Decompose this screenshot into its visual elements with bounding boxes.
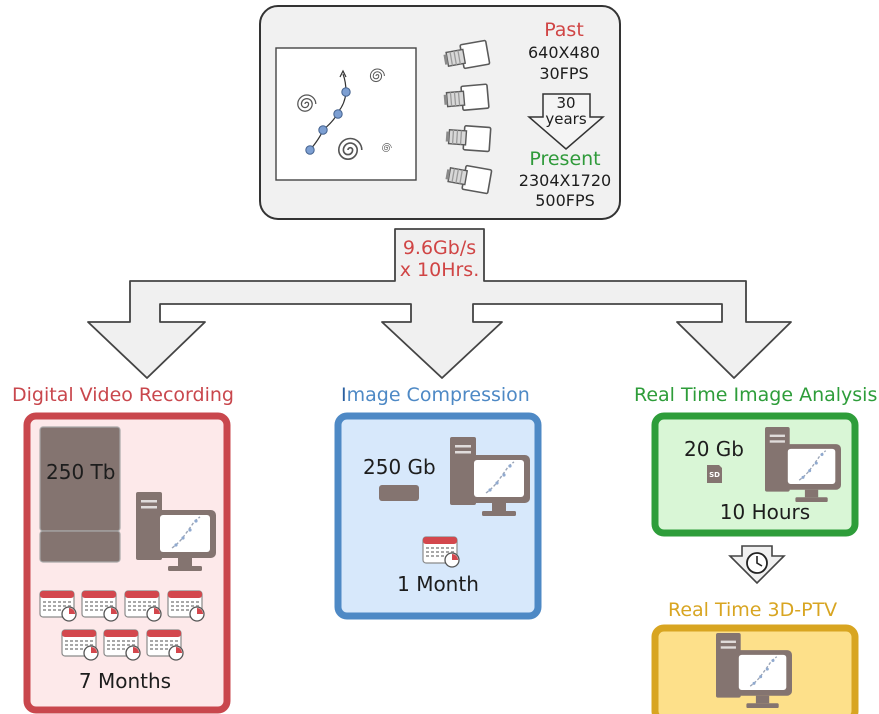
realtime-storage: 20 Gb [684,437,744,461]
compression-title-rest: mage Compression [346,384,530,406]
calendar-icon [146,629,184,661]
present-label: Present [529,148,601,170]
ptv-title: Real Time 3D-PTV [668,599,838,621]
compression-storage: 250 Gb [363,455,436,479]
calendar-icon [167,590,205,622]
dvr-storage: 250 Tb [46,460,116,484]
present-resolution: 2304X1720 [518,171,612,190]
branch-arrows [87,228,792,379]
dvr-panel [23,412,231,714]
calendar-icon [39,590,77,622]
arrow-years-number: 30 [556,94,576,112]
realtime-title: Real Time Image Analysis [634,384,878,406]
compression-panel [334,412,542,620]
calendar-icon [124,590,162,622]
ptv-panel [651,624,859,714]
storage-rack-icon [39,426,121,563]
data-rate-line2: x 10Hrs. [399,259,480,281]
camera-setup-panel [259,5,621,220]
calendar-icon [103,629,141,661]
calendar-icon [422,536,460,568]
present-fps: 500FPS [535,191,595,210]
hard-drive-icon [379,485,419,501]
clock-arrow [728,545,786,585]
calendar-icon [61,629,99,661]
dvr-title: Digital Video Recording [12,384,234,406]
dvr-duration: 7 Months [78,669,172,693]
compression-title-initial: I [341,384,347,406]
time-progression-arrow [526,93,606,150]
sd-card-label: SD [709,471,720,479]
flow-field-image [275,47,417,181]
past-fps: 30FPS [539,64,589,83]
past-label: Past [544,19,584,41]
realtime-duration: 10 Hours [719,500,811,524]
sd-card-icon [707,465,722,483]
calendar-icon [81,590,119,622]
data-rate-line1: 9.6Gb/s [402,237,477,259]
compression-title: Image Compression [341,386,530,405]
past-resolution: 640X480 [527,43,601,62]
compression-duration: 1 Month [397,572,479,596]
arrow-years-label: years [545,110,587,128]
realtime-panel [651,412,859,537]
